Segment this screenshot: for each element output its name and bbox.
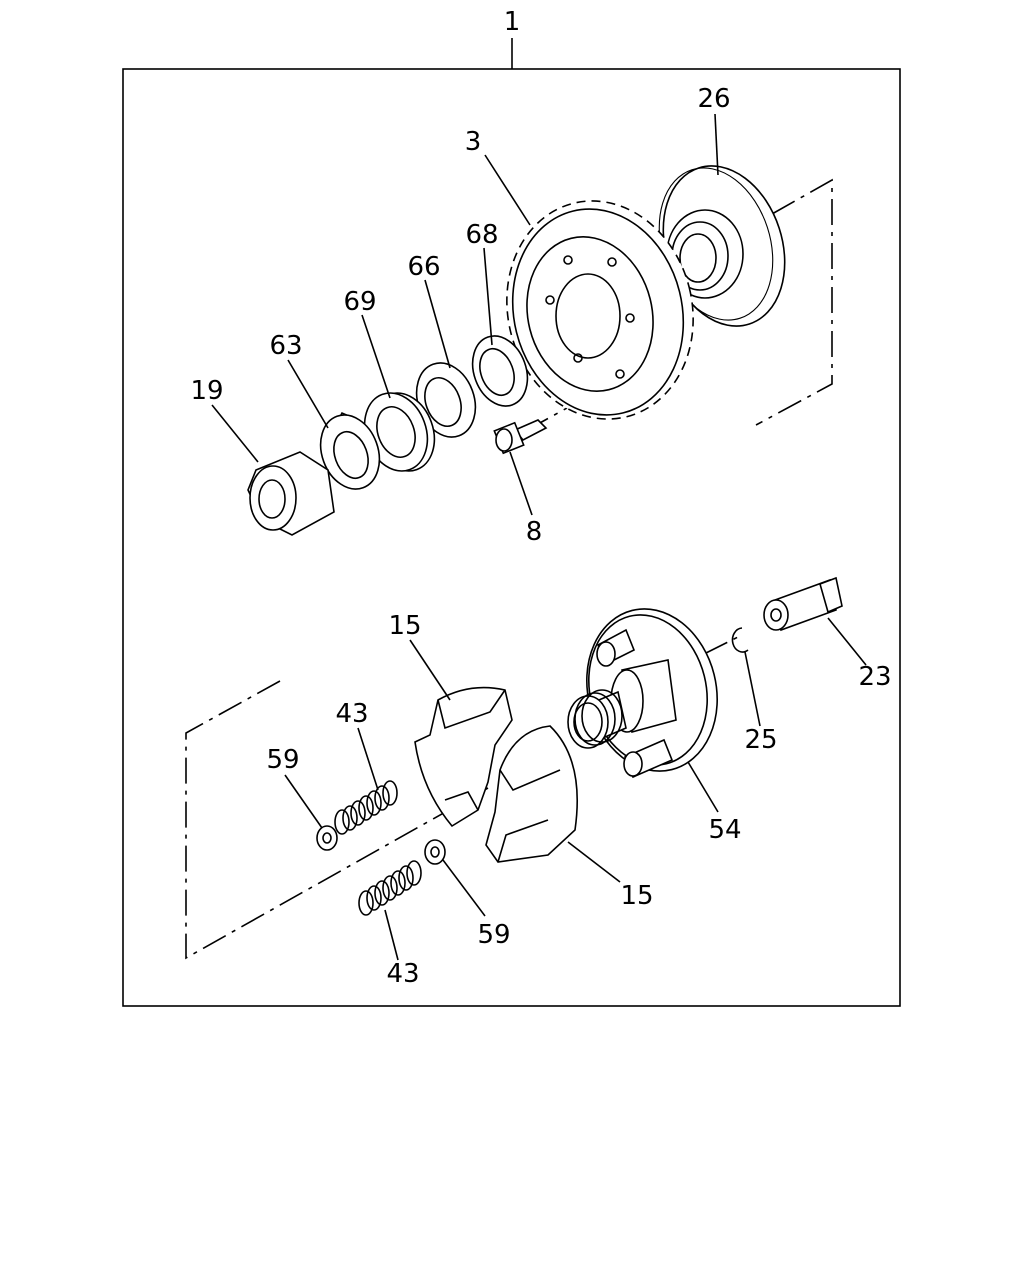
part-43-spring-lower [358,860,422,916]
part-23-sleeve [763,576,843,632]
part-59-washer-lower [424,839,446,865]
assembly-frame [122,38,901,1007]
callout-43-upper: 43 [335,699,368,729]
callout-1: 1 [504,7,521,37]
part-69-collar [363,392,436,472]
part-15-segment-lower [485,725,578,863]
part-8-bolt [493,419,548,455]
callout-15-upper: 15 [388,611,421,641]
part-59-washer-upper [316,825,338,851]
callout-8: 8 [526,517,543,547]
part-25-snap-ring [731,627,749,653]
callout-15-lower: 15 [620,881,653,911]
part-3-gear [506,200,694,420]
callout-59-upper: 59 [266,745,299,775]
part-43-spring-upper [334,780,398,835]
part-68-washer [471,335,529,407]
callout-26: 26 [697,84,730,114]
bottom-center-line [185,635,741,960]
part-54-hub [567,608,718,779]
callout-66: 66 [407,252,440,282]
part-15-segment-upper [414,686,513,828]
callout-43-lower: 43 [386,959,419,989]
leader-lines [211,113,867,961]
callout-labels: 1 26 3 68 66 69 63 19 8 15 43 59 25 23 5… [190,7,891,989]
part-19-nut [247,451,335,536]
part-63-lock-washer [319,411,381,490]
callout-3: 3 [465,127,482,157]
callout-68: 68 [465,220,498,250]
callout-19: 19 [190,376,223,406]
callout-25: 25 [744,725,777,755]
callout-63: 63 [269,331,302,361]
callout-69: 69 [343,287,376,317]
callout-23: 23 [858,662,891,692]
callout-59-lower: 59 [477,920,510,950]
callout-54: 54 [708,815,741,845]
